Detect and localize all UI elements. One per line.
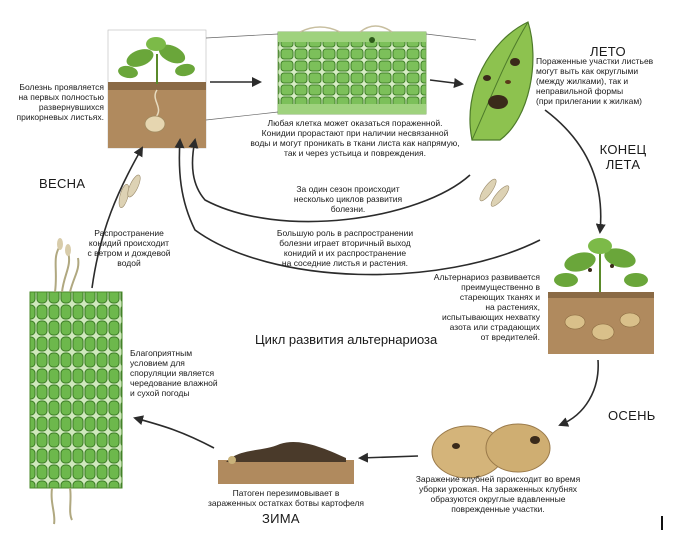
caption-line: болезни. bbox=[330, 204, 366, 215]
caption-line: развернувшихся bbox=[38, 102, 104, 113]
caption-line: неправильной формы bbox=[536, 86, 624, 97]
caption-line: и сухой погоды bbox=[130, 388, 190, 399]
caption-spread: Распространение конидий происходит с вет… bbox=[80, 228, 178, 268]
caption-line: прикорневых листьях. bbox=[16, 112, 105, 123]
diseased-leaf-illustration bbox=[425, 21, 534, 141]
caption-sporulation: Благоприятным условием для споруляции яв… bbox=[130, 348, 240, 398]
caption-line: уборки урожая. На зараженных клубнях bbox=[418, 484, 578, 495]
caption-line: конидий происходит bbox=[88, 238, 170, 249]
caption-line: воды и могут проникать в ткани листа как… bbox=[250, 138, 460, 149]
caption-line: с ветром и дождевой bbox=[87, 248, 171, 259]
caption-line: на первых полностью bbox=[18, 92, 104, 103]
caption-line: Заражение клубней происходит во время bbox=[415, 474, 581, 484]
arrow-section-to-leaf bbox=[429, 78, 464, 88]
caption-secondary: Большую роль в распространении болезни и… bbox=[270, 228, 420, 268]
caption-line: Болезнь проявляется bbox=[19, 82, 104, 92]
caption-line: чередование влажной bbox=[130, 378, 218, 389]
caption-first-leaves: Болезнь проявляется на первых полностью … bbox=[8, 82, 105, 123]
leaf-section-illustration bbox=[205, 25, 427, 121]
caption-line: конидий и их распространение bbox=[283, 248, 407, 259]
caption-line: болезни играет вторичный выход bbox=[279, 238, 411, 249]
caption-leaf-spots: Пораженные участки листьев могут выть ка… bbox=[536, 56, 670, 106]
caption-line: поврежденные участки. bbox=[451, 504, 545, 515]
tubers-illustration bbox=[431, 423, 551, 479]
arrow-mature-to-tubers bbox=[558, 359, 599, 427]
caption-line: на растениях, bbox=[485, 302, 540, 313]
cycle-arrows bbox=[91, 77, 606, 463]
caption-line: азота или страдающих bbox=[449, 322, 540, 333]
caption-line: несколько циклов развития bbox=[293, 194, 403, 205]
caption-line: могут выть как округлыми bbox=[536, 66, 639, 77]
arrow-tissue-to-plant bbox=[91, 146, 143, 289]
season-winter: ЗИМА bbox=[262, 511, 300, 526]
caption-line: споруляции является bbox=[130, 368, 215, 379]
conidia-illustration-center bbox=[479, 178, 510, 207]
season-late-summer: КОНЕЦ ЛЕТА bbox=[598, 142, 648, 173]
mature-plant-illustration bbox=[548, 236, 654, 354]
caption-line: преимущественно в bbox=[461, 282, 540, 293]
season-late-summer-line1: КОНЕЦ bbox=[599, 142, 647, 157]
caption-tubers: Заражение клубней происходит во время уб… bbox=[400, 474, 596, 514]
caption-line: За один сезон происходит bbox=[296, 184, 400, 194]
caption-line: Любая клетка может оказаться пораженной. bbox=[267, 118, 443, 128]
caption-old-tissue: Альтернариоз развивается преимущественно… bbox=[420, 272, 540, 342]
arrow-tubers-to-debris bbox=[358, 452, 419, 463]
caption-line: Конидии прорастают при наличии несвязанн… bbox=[261, 128, 449, 139]
caption-line: образуются округлые вдавленные bbox=[430, 494, 566, 505]
arrow-debris-to-tissue bbox=[133, 415, 215, 449]
caption-line: условием для bbox=[130, 358, 185, 369]
caption-line: (между жилками), так и bbox=[536, 76, 629, 87]
caption-infection: Любая клетка может оказаться пораженной.… bbox=[240, 118, 470, 158]
caption-line: Большую роль в распространении bbox=[276, 228, 414, 238]
caption-line: зараженных остатках ботвы картофеля bbox=[207, 498, 365, 509]
caption-line: от вредителей. bbox=[480, 332, 540, 343]
caption-line: испытывающих нехватку bbox=[442, 312, 540, 323]
season-autumn: ОСЕНЬ bbox=[608, 408, 656, 423]
conidia-illustration-left bbox=[118, 174, 141, 208]
caption-line: на соседние листья и растения. bbox=[281, 258, 409, 269]
caption-line: Патоген перезимовывает в bbox=[232, 488, 340, 498]
season-late-summer-line2: ЛЕТА bbox=[605, 157, 641, 173]
caption-line: водой bbox=[117, 258, 141, 269]
arrow-secondary-cycle-inner bbox=[188, 138, 471, 223]
diagram-title: Цикл развития альтернариоза bbox=[255, 332, 438, 347]
season-spring: ВЕСНА bbox=[39, 176, 86, 191]
season-summer: ЛЕТО bbox=[590, 44, 626, 59]
caption-overwinter: Патоген перезимовывает в зараженных оста… bbox=[200, 488, 372, 508]
caption-line: Благоприятным bbox=[130, 348, 193, 358]
caption-line: Распространение bbox=[94, 228, 164, 238]
caption-line: Пораженные участки листьев bbox=[536, 56, 654, 66]
arrow-secondary-cycle-outer bbox=[174, 138, 541, 276]
caption-line: стареющих тканях и bbox=[459, 292, 540, 303]
arrow-leaf-to-mature bbox=[544, 109, 606, 234]
caption-cycles: За один сезон происходит несколько цикло… bbox=[282, 184, 414, 214]
seedling-illustration bbox=[107, 29, 207, 149]
sporulation-tissue-illustration bbox=[29, 238, 123, 525]
caption-line: Альтернариоз развивается bbox=[433, 272, 540, 282]
caption-line: (при прилегании к жилкам) bbox=[536, 96, 643, 107]
caption-line: так и через устьица и повреждения. bbox=[284, 148, 426, 159]
text-cursor-mark bbox=[661, 516, 663, 530]
plant-debris-illustration bbox=[218, 428, 354, 484]
